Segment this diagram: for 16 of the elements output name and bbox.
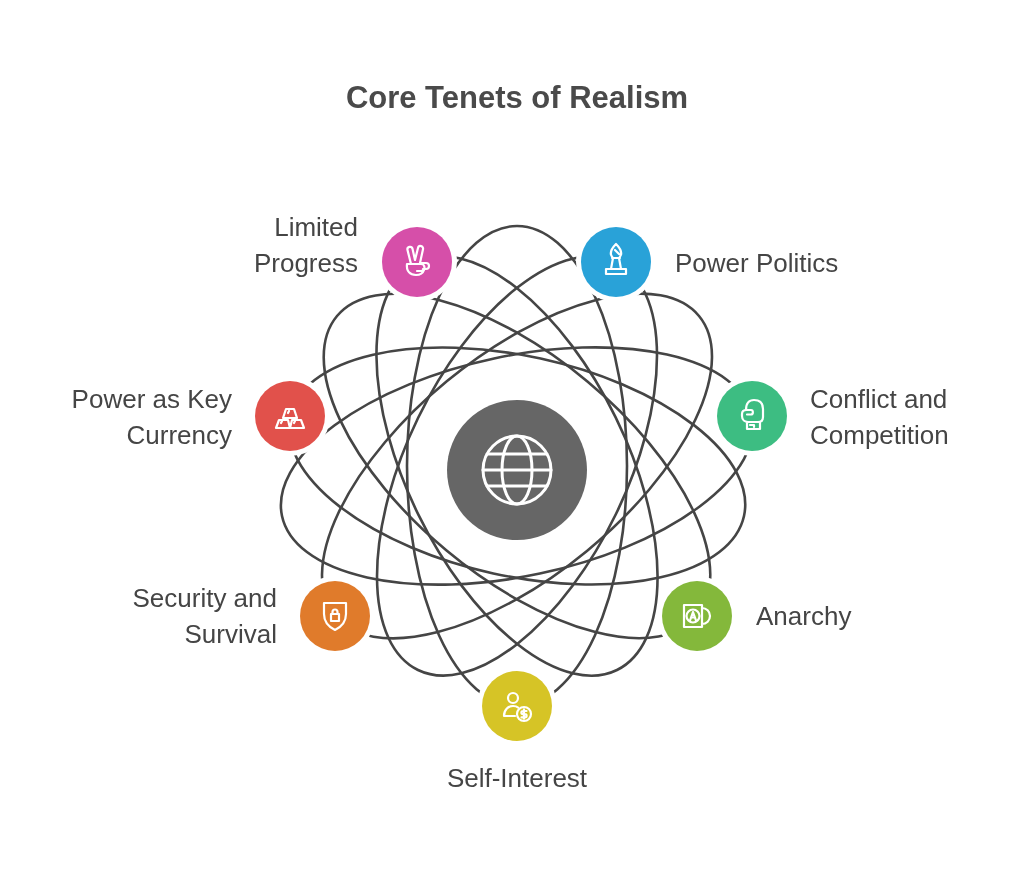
circled-a-icon (662, 581, 732, 651)
tenet-label: Self-Interest (446, 762, 588, 795)
tenet-label: Limited Progress (252, 211, 358, 280)
tenet-label: Conflict and Competition (810, 383, 950, 452)
tenet-label: Anarchy (756, 600, 853, 633)
tenet-label: Power as Key Currency (70, 383, 232, 452)
boxing-glove-icon (717, 381, 787, 451)
tenet-label: Security and Survival (131, 582, 277, 651)
diagram-title: Core Tenets of Realism (345, 80, 689, 116)
ingot-stack-icon (255, 381, 325, 451)
person-dollar-icon (482, 671, 552, 741)
globe-icon (447, 400, 587, 540)
chess-bishop-icon (581, 227, 651, 297)
peace-hand-icon (382, 227, 452, 297)
tenet-label: Power Politics (675, 247, 840, 280)
shield-lock-icon (300, 581, 370, 651)
